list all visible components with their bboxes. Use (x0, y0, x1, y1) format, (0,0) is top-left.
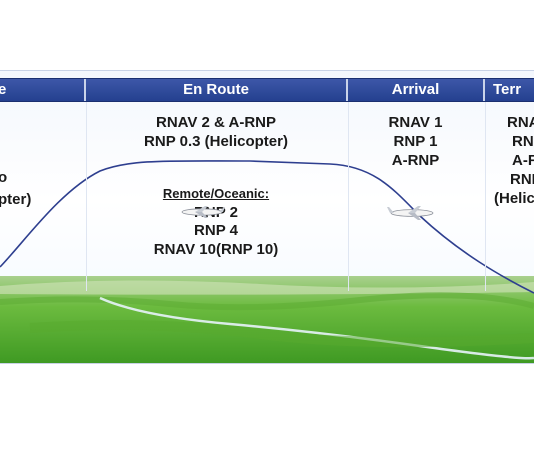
airplane-icon (181, 206, 225, 218)
airplane-icon (387, 206, 434, 220)
arrival-item: RNP 1 (393, 133, 438, 150)
header-departure-label: e (0, 81, 6, 98)
landscape (0, 276, 534, 363)
remote-item: RNAV 10(RNP 10) (153, 241, 279, 258)
divider (348, 101, 349, 291)
header-en-route: En Route (86, 79, 348, 101)
remote-item: RNP 4 (194, 222, 238, 239)
flight-path (0, 160, 534, 294)
arrival-item: A-RNP (391, 152, 440, 169)
terminal-item: A-F (512, 152, 534, 169)
departure-text-2: pter) (0, 191, 32, 208)
sky-background (0, 71, 534, 286)
header-terminal: Terr (493, 81, 522, 98)
divider (86, 101, 87, 291)
header-arrival: Arrival (348, 79, 485, 101)
header-departure: e (0, 79, 86, 101)
en-route-line-2: RNP 0.3 (Helicopter) (144, 133, 288, 150)
en-route-line-1: RNAV 2 & A-RNP (155, 114, 276, 131)
divider (485, 101, 486, 291)
terminal-item: RNA (507, 114, 534, 131)
phase-header-bar: e En Route Arrival Terr (0, 78, 534, 102)
arrival-item: RNAV 1 (388, 114, 443, 131)
remote-oceanic-heading: Remote/Oceanic: (162, 186, 270, 201)
terminal-item: (Helic (494, 190, 534, 207)
departure-text-1: o (0, 169, 7, 187)
navigation-specification-diagram: e En Route Arrival Terr o pter) RNAV 2 &… (0, 70, 534, 364)
terminal-item: RN (512, 133, 534, 150)
terminal-item: RNI (510, 171, 534, 188)
